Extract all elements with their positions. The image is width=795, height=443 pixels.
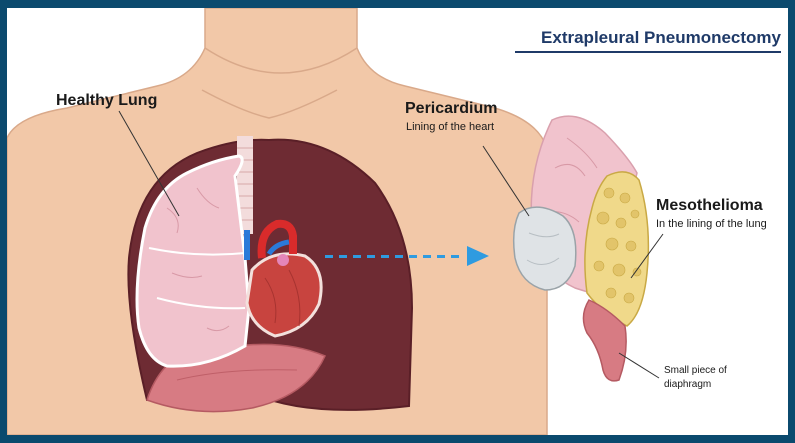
- title-underline: [515, 51, 781, 53]
- label-mesothelioma-sub: In the lining of the lung: [656, 218, 767, 230]
- diagram-panel: Extrapleural Pneumonectomy Healthy Lung …: [7, 8, 788, 435]
- leader-diaphragm: [619, 353, 659, 378]
- label-pericardium-sub: Lining of the heart: [406, 121, 494, 133]
- label-diaphragm-line2: diaphragm: [664, 378, 711, 392]
- diagram-title: Extrapleural Pneumonectomy: [515, 28, 781, 48]
- label-mesothelioma: Mesothelioma: [656, 197, 763, 215]
- label-diaphragm-line1: Small piece of: [664, 364, 727, 378]
- label-healthy-lung: Healthy Lung: [56, 92, 157, 110]
- label-pericardium: Pericardium: [405, 100, 497, 118]
